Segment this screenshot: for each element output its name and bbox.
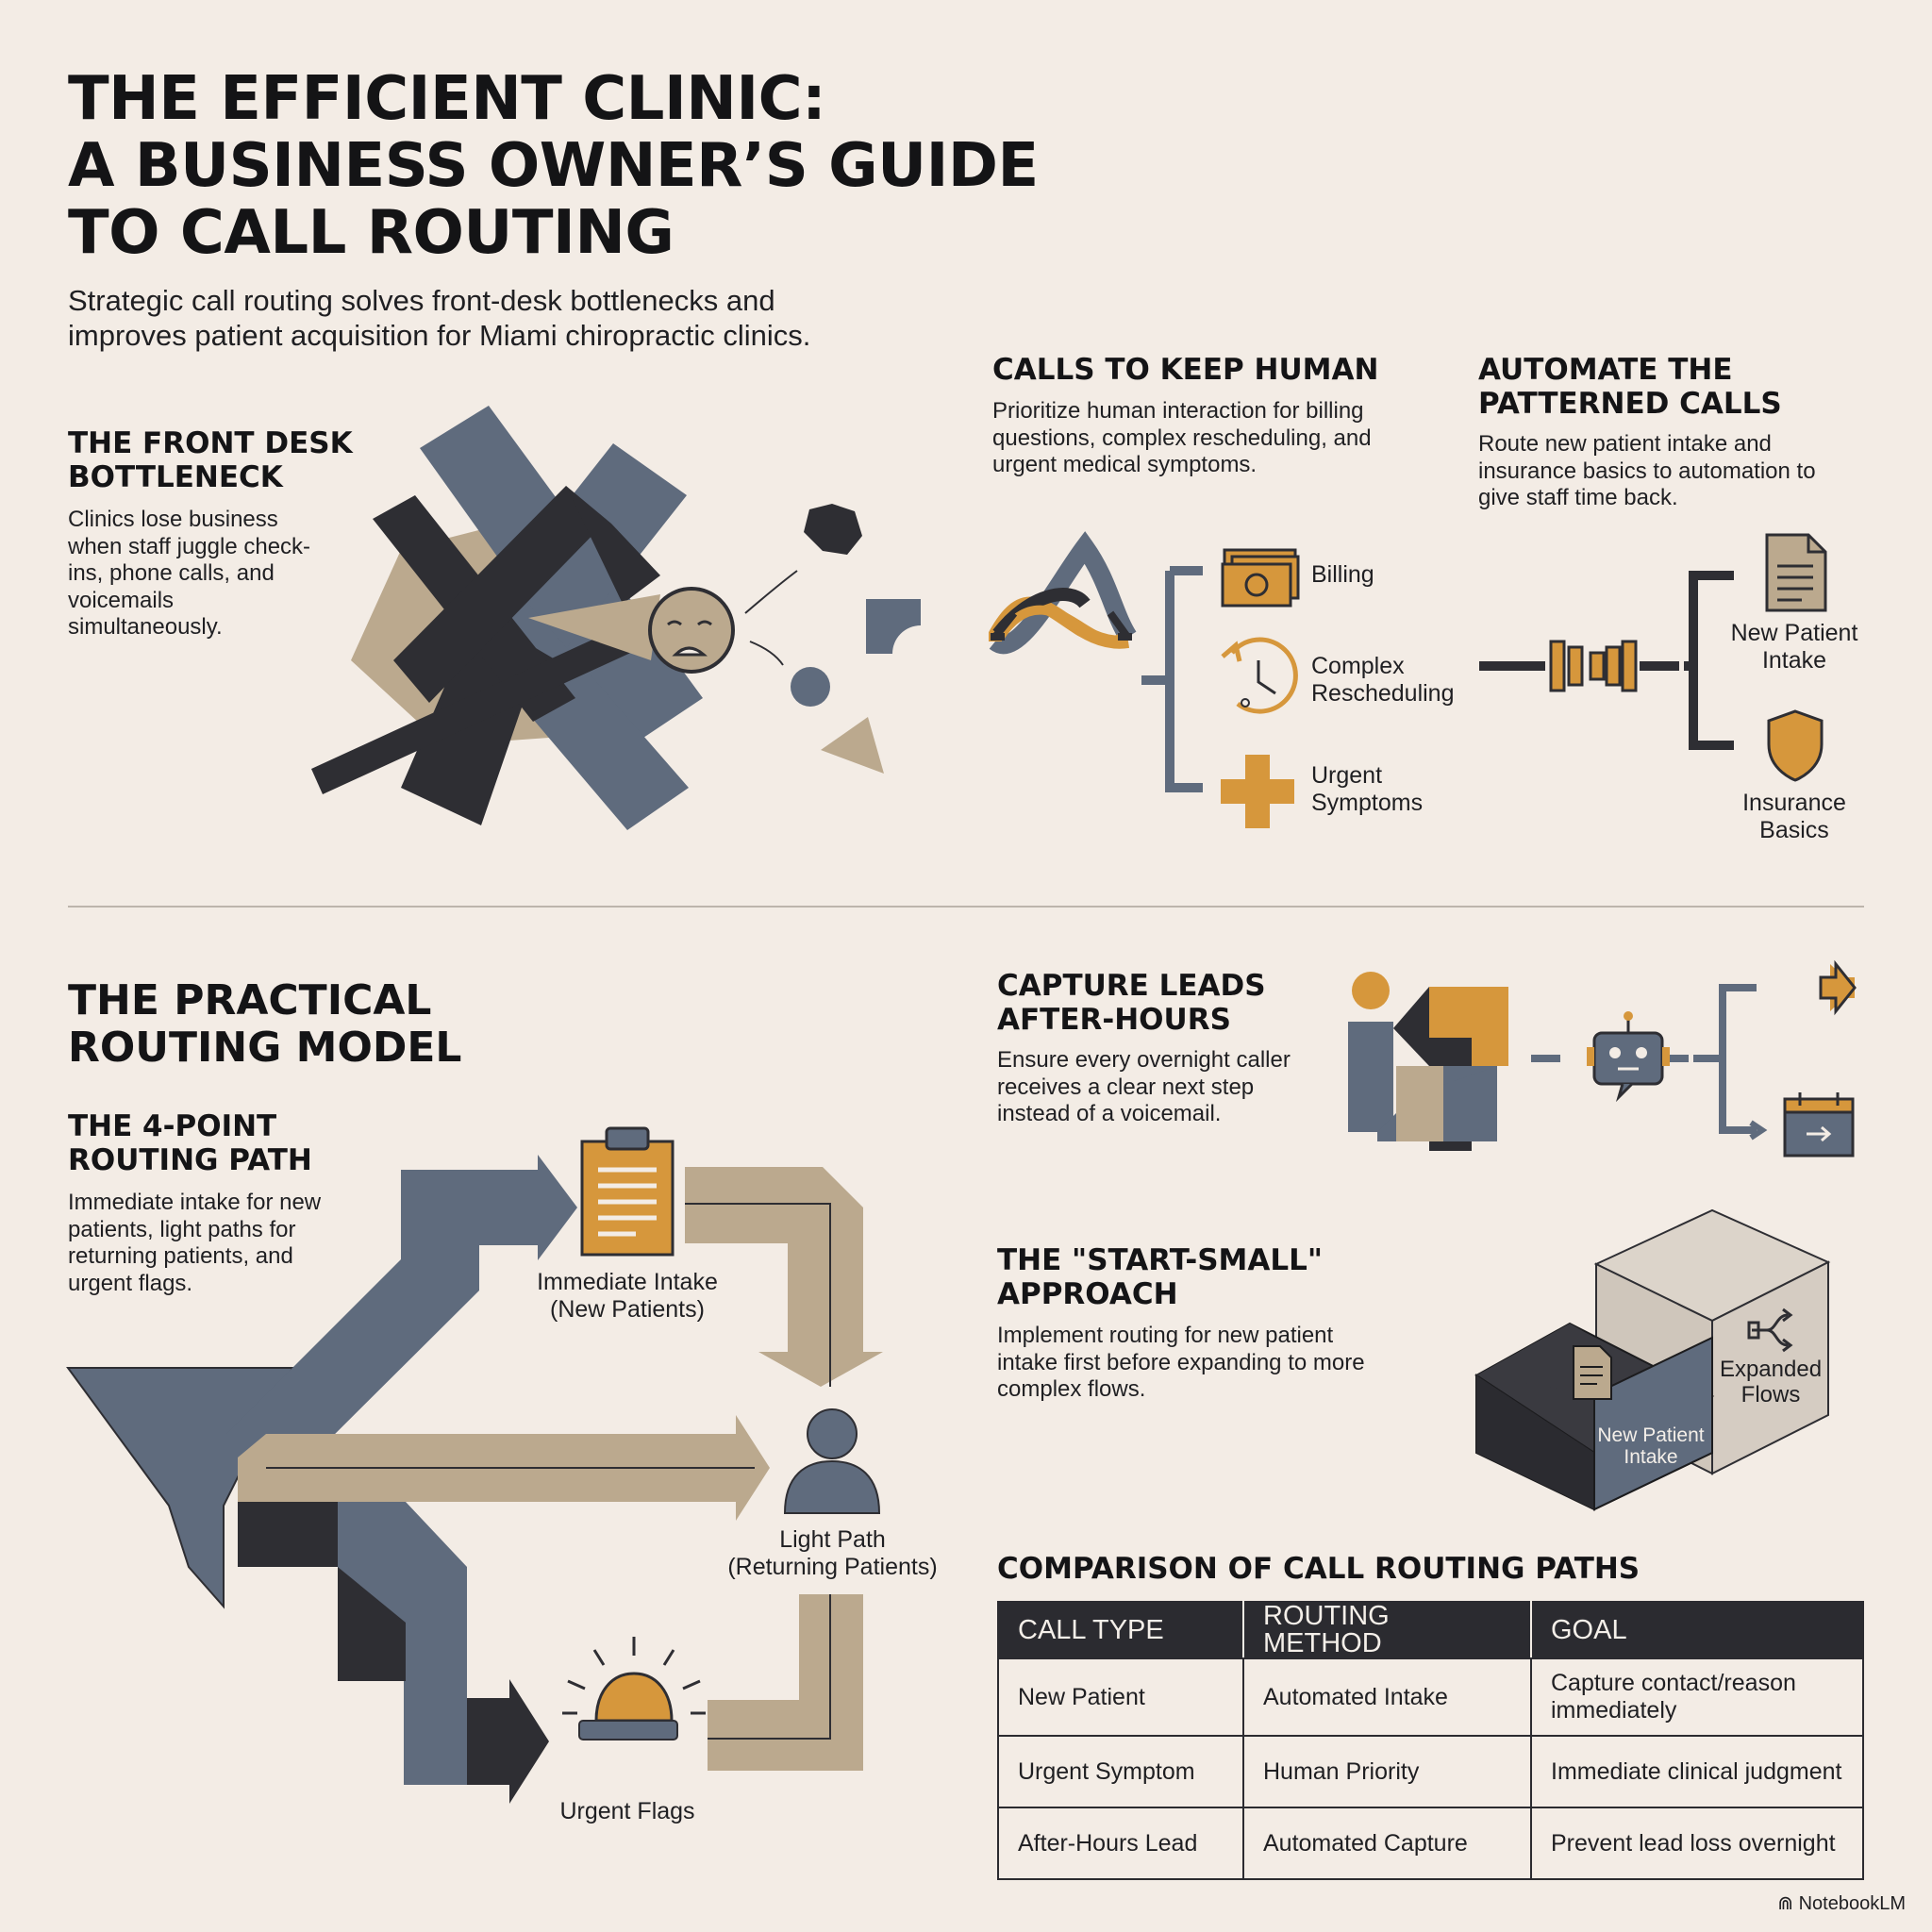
table-cell: Automated Intake — [1242, 1657, 1532, 1737]
comparison-title: COMPARISON OF CALL ROUTING PATHS — [997, 1552, 1641, 1586]
table-header-row: CALL TYPE ROUTING METHOD GOAL — [997, 1601, 1864, 1659]
new-patient-intake-box-label: New Patient Intake — [1597, 1424, 1705, 1468]
notebooklm-logo-icon: ⋒ — [1777, 1893, 1799, 1914]
expanded-flows-box-label: Expanded Flows — [1719, 1357, 1823, 1407]
table-cell: Automated Capture — [1242, 1807, 1532, 1880]
urgent-symptoms-label: Urgent Symptoms — [1311, 762, 1424, 816]
table-cell: New Patient — [997, 1657, 1244, 1737]
bottleneck-chaos-graphic — [311, 406, 921, 830]
comparison-table: CALL TYPE ROUTING METHOD GOAL New Patien… — [997, 1601, 1864, 1880]
table-cell: Immediate clinical judgment — [1530, 1735, 1864, 1808]
start-small-body: Implement routing for new patient intake… — [997, 1323, 1365, 1402]
table-header-goal: GOAL — [1530, 1601, 1864, 1659]
after-hours-graphic — [1348, 959, 1857, 1158]
start-small-title: THE "START-SMALL"APPROACH — [997, 1243, 1324, 1311]
table-cell: Capture contact/reason immediately — [1530, 1657, 1864, 1737]
automate-body: Route new patient intake and insurance b… — [1478, 431, 1816, 510]
table-header-routing-method: ROUTING METHOD — [1242, 1601, 1532, 1659]
brand-footer[interactable]: ⋒ NotebookLM — [1777, 1893, 1906, 1914]
automation-routing-graphic — [1479, 533, 1827, 782]
keep-human-title: CALLS TO KEEP HUMAN — [992, 353, 1379, 387]
table-row: New Patient Automated Intake Capture con… — [997, 1657, 1864, 1737]
table-cell: Human Priority — [1242, 1735, 1532, 1808]
human-routing-graphic — [989, 531, 1300, 828]
immediate-intake-label: Immediate Intake (New Patients) — [537, 1269, 718, 1323]
table-cell: After-Hours Lead — [997, 1807, 1244, 1880]
routing-path-graphic — [66, 1126, 883, 1804]
keep-human-body: Prioritize human interaction for billing… — [992, 398, 1372, 477]
new-patient-intake-label: New Patient Intake — [1730, 620, 1858, 674]
page-title: THE EFFICIENT CLINIC:A BUSINESS OWNER’S … — [68, 64, 1039, 268]
light-path-label: Light Path (Returning Patients) — [727, 1526, 938, 1580]
page-subtitle: Strategic call routing solves front-desk… — [68, 284, 811, 352]
table-header-call-type: CALL TYPE — [997, 1601, 1244, 1659]
table-row: After-Hours Lead Automated Capture Preve… — [997, 1807, 1864, 1880]
start-small-boxes-graphic — [1474, 1208, 1831, 1511]
bottleneck-body: Clinics lose business when staff juggle … — [68, 507, 311, 640]
table-row: Urgent Symptom Human Priority Immediate … — [997, 1735, 1864, 1808]
complex-rescheduling-label: Complex Rescheduling — [1311, 653, 1455, 707]
after-hours-body: Ensure every overnight caller receives a… — [997, 1047, 1291, 1126]
table-cell: Urgent Symptom — [997, 1735, 1244, 1808]
table-cell: Prevent lead loss overnight — [1530, 1807, 1864, 1880]
routing-path-body: Immediate intake for new patients, light… — [68, 1190, 322, 1296]
urgent-flags-label: Urgent Flags — [559, 1798, 695, 1824]
billing-label: Billing — [1311, 561, 1374, 588]
insurance-basics-label: Insurance Basics — [1742, 790, 1846, 843]
